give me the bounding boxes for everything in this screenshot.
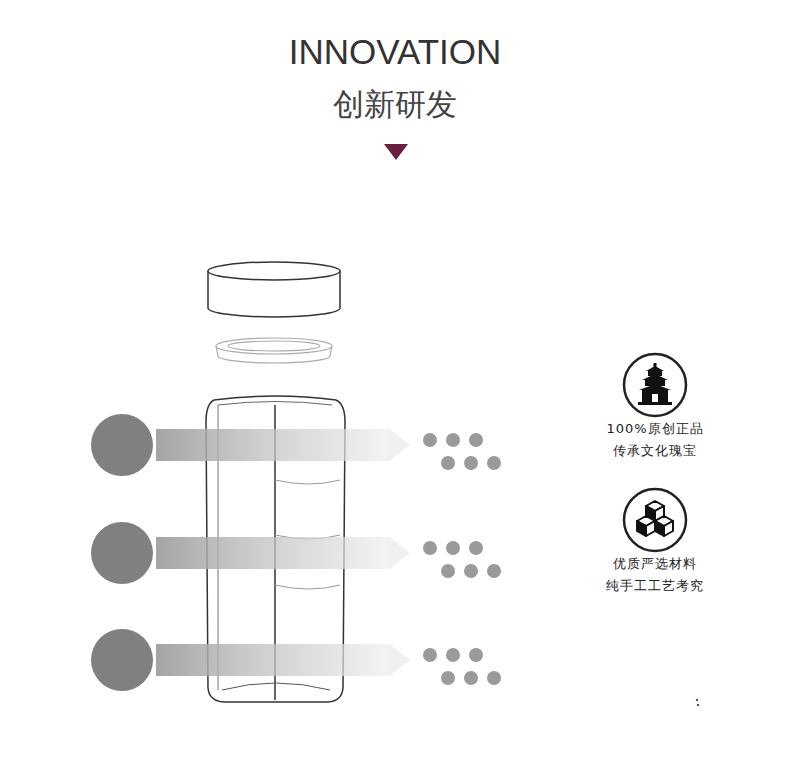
particle-dot	[441, 456, 455, 470]
particle-dot	[487, 564, 501, 578]
feature-badge: 100%原创正品传承文化瑰宝	[602, 352, 708, 462]
particle-dot	[446, 433, 460, 447]
pointer-triangle	[384, 144, 408, 160]
dot-mark	[697, 704, 699, 706]
dot-mark	[696, 699, 698, 701]
source-circle	[91, 522, 153, 584]
flow-arrow	[91, 414, 501, 476]
arrow-head	[388, 428, 410, 462]
particle-dot	[464, 671, 478, 685]
flow-arrow	[91, 629, 501, 691]
badge-caption: 纯手工工艺考究	[602, 575, 708, 597]
subtitle: 创新研发	[0, 84, 790, 126]
particle-dot	[423, 541, 437, 555]
particle-dot	[423, 433, 437, 447]
particle-dot	[441, 671, 455, 685]
arrow-head	[388, 536, 410, 570]
particle-dot	[487, 456, 501, 470]
badge-caption: 100%原创正品	[602, 418, 708, 440]
flow-arrow	[91, 522, 501, 584]
particle-dot	[464, 564, 478, 578]
flow-bar	[156, 429, 388, 461]
cubes-icon	[622, 487, 688, 553]
particle-dot	[469, 541, 483, 555]
arrow-head	[388, 643, 410, 677]
temple-icon	[622, 352, 688, 418]
title: INNOVATION	[0, 32, 790, 72]
cup-ring	[216, 338, 332, 363]
badge-caption: 优质严选材料	[602, 553, 708, 575]
badge-caption: 传承文化瑰宝	[602, 440, 708, 462]
particle-dot	[469, 433, 483, 447]
particle-dot	[464, 456, 478, 470]
flow-bar	[156, 644, 388, 676]
particle-dot	[487, 671, 501, 685]
cup-lid	[208, 262, 340, 317]
source-circle	[91, 414, 153, 476]
particle-dot	[446, 648, 460, 662]
particle-dot	[446, 541, 460, 555]
particle-dot	[469, 648, 483, 662]
source-circle	[91, 629, 153, 691]
feature-badge: 优质严选材料纯手工工艺考究	[602, 487, 708, 597]
particle-dot	[441, 564, 455, 578]
particle-dot	[423, 648, 437, 662]
flow-bar	[156, 537, 388, 569]
